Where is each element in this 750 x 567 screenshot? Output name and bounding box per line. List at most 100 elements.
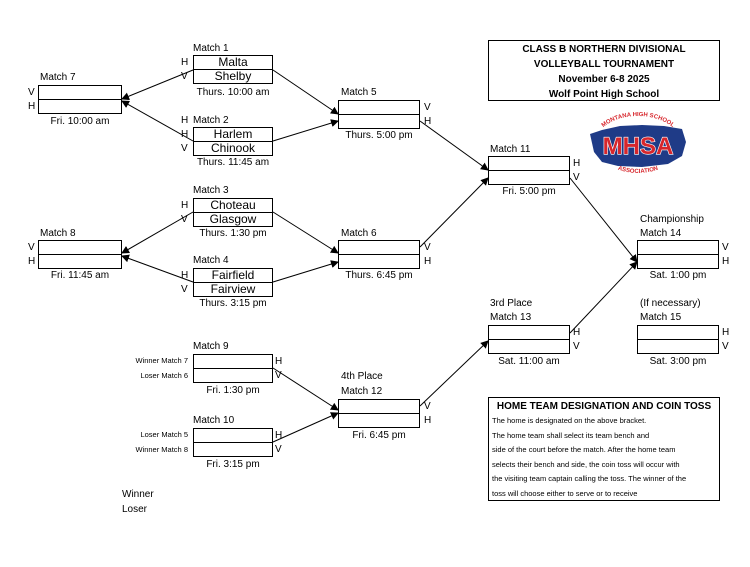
match-4-time: Thurs. 3:15 pm bbox=[199, 298, 267, 309]
match-14-round: Championship bbox=[640, 214, 704, 225]
home-marker: H bbox=[424, 415, 432, 426]
note-line: side of the court before the match. Afte… bbox=[492, 445, 676, 455]
note-line: toss will choose either to serve or to r… bbox=[492, 488, 638, 498]
visitor-marker: V bbox=[573, 172, 580, 183]
match-14-time: Sat. 1:00 pm bbox=[649, 270, 707, 281]
match-9-visitor-slot bbox=[193, 368, 273, 383]
match-7-visitor-slot bbox=[38, 85, 122, 100]
title-line-1: CLASS B NORTHERN DIVISIONAL bbox=[522, 44, 686, 55]
home-marker: H bbox=[181, 115, 189, 126]
match-3-time: Thurs. 1:30 pm bbox=[199, 228, 267, 239]
match-12-visitor-slot bbox=[338, 399, 420, 414]
match-2-time: Thurs. 11:45 am bbox=[196, 157, 270, 168]
home-marker: H bbox=[275, 356, 283, 367]
note-line: The home team shall select its team benc… bbox=[492, 430, 650, 440]
match-1-home-team: Malta bbox=[193, 55, 273, 70]
home-marker: H bbox=[181, 129, 189, 140]
match-14-label: Match 14 bbox=[640, 228, 682, 239]
arrow-m6-m11 bbox=[419, 177, 489, 248]
home-team-designation-box: HOME TEAM DESIGNATION AND COIN TOSS The … bbox=[488, 397, 720, 501]
match-1-label: Match 1 bbox=[193, 43, 229, 54]
visitor-marker: V bbox=[722, 341, 729, 352]
match-9-home-source: Winner Match 7 bbox=[135, 356, 188, 365]
note-line: the visiting team captain calling the to… bbox=[492, 474, 687, 484]
visitor-marker: V bbox=[181, 71, 188, 82]
match-2-label: Match 2 bbox=[193, 115, 229, 126]
arrow-m3-m8 bbox=[121, 211, 194, 254]
match-15-time: Sat. 3:00 pm bbox=[649, 356, 707, 367]
arrow-m4-m8 bbox=[121, 254, 194, 283]
visitor-marker: V bbox=[275, 444, 282, 455]
match-9-home-slot bbox=[193, 354, 273, 369]
arrow-m1-m7 bbox=[121, 69, 194, 101]
arrow-m10-m12 bbox=[272, 412, 339, 443]
visitor-marker: V bbox=[424, 242, 431, 253]
home-marker: H bbox=[28, 101, 36, 112]
match-14-home-slot bbox=[637, 254, 719, 269]
title-dates: November 6-8 2025 bbox=[558, 74, 650, 85]
match-13-label: Match 13 bbox=[490, 312, 532, 323]
match-11-label: Match 11 bbox=[490, 144, 531, 155]
match-8-home-slot bbox=[38, 254, 122, 269]
note-line: selects their bench and side, the coin t… bbox=[492, 459, 680, 469]
arrow-m5-m11 bbox=[419, 120, 489, 171]
match-7-label: Match 7 bbox=[40, 72, 76, 83]
mhsa-logo: MONTANA HIGH SCHOOL MHSA ASSOCIATION bbox=[590, 112, 686, 175]
visitor-marker: V bbox=[28, 87, 35, 98]
match-4-visitor-team: Fairview bbox=[193, 282, 273, 297]
home-marker: H bbox=[181, 57, 189, 68]
home-marker: H bbox=[28, 256, 36, 267]
montana-state-icon bbox=[590, 125, 686, 167]
home-marker: H bbox=[722, 256, 730, 267]
match-10-home-source: Loser Match 5 bbox=[140, 430, 188, 439]
match-10-home-slot bbox=[193, 428, 273, 443]
match-8-time: Fri. 11:45 am bbox=[50, 270, 110, 281]
arrow-m2-m5 bbox=[272, 119, 339, 142]
home-marker: H bbox=[573, 158, 581, 169]
home-marker: H bbox=[573, 327, 581, 338]
arrow-m12-m13 bbox=[419, 340, 489, 407]
match-2-visitor-team: Chinook bbox=[193, 141, 273, 156]
arrow-m11-m14 bbox=[569, 177, 638, 263]
match-4-label: Match 4 bbox=[193, 255, 229, 266]
match-5-visitor-slot bbox=[338, 100, 420, 115]
match-10-label: Match 10 bbox=[193, 415, 235, 426]
match-15-home-slot bbox=[637, 325, 719, 340]
match-5-time: Thurs. 5:00 pm bbox=[345, 130, 413, 141]
match-12-time: Fri. 6:45 pm bbox=[352, 430, 406, 441]
visitor-marker: V bbox=[275, 370, 282, 381]
match-8-visitor-slot bbox=[38, 240, 122, 255]
match-3-label: Match 3 bbox=[193, 185, 229, 196]
match-10-visitor-slot bbox=[193, 442, 273, 457]
match-13-time: Sat. 11:00 am bbox=[498, 356, 560, 367]
home-marker: H bbox=[424, 256, 432, 267]
home-marker: H bbox=[181, 200, 189, 211]
legend-winner: Winner bbox=[122, 489, 154, 500]
match-3-visitor-team: Glasgow bbox=[193, 212, 273, 227]
home-marker: H bbox=[181, 270, 189, 281]
match-9-visitor-source: Loser Match 6 bbox=[140, 371, 188, 380]
match-15-visitor-slot bbox=[637, 339, 719, 354]
home-marker: H bbox=[722, 327, 730, 338]
match-11-time: Fri. 5:00 pm bbox=[502, 186, 556, 197]
tournament-title-box: CLASS B NORTHERN DIVISIONAL VOLLEYBALL T… bbox=[488, 40, 720, 101]
arrow-m13-m14 bbox=[569, 261, 638, 334]
logo-wordmark: MHSA bbox=[603, 133, 674, 160]
match-15-round: (If necessary) bbox=[640, 298, 701, 309]
notes-heading: HOME TEAM DESIGNATION AND COIN TOSS bbox=[496, 401, 712, 412]
match-5-home-slot bbox=[338, 114, 420, 129]
match-14-visitor-slot bbox=[637, 240, 719, 255]
note-line: The home is designated on the above brac… bbox=[492, 416, 647, 425]
match-6-time: Thurs. 6:45 pm bbox=[345, 270, 413, 281]
arrow-m9-m12 bbox=[272, 367, 339, 411]
visitor-marker: V bbox=[181, 284, 188, 295]
visitor-marker: V bbox=[424, 401, 431, 412]
arrow-m2-m7 bbox=[121, 100, 194, 142]
visitor-marker: V bbox=[573, 341, 580, 352]
home-marker: H bbox=[424, 116, 432, 127]
match-12-label: Match 12 bbox=[341, 386, 383, 397]
title-line-2: VOLLEYBALL TOURNAMENT bbox=[533, 59, 675, 70]
match-8-label: Match 8 bbox=[40, 228, 76, 239]
visitor-marker: V bbox=[28, 242, 35, 253]
